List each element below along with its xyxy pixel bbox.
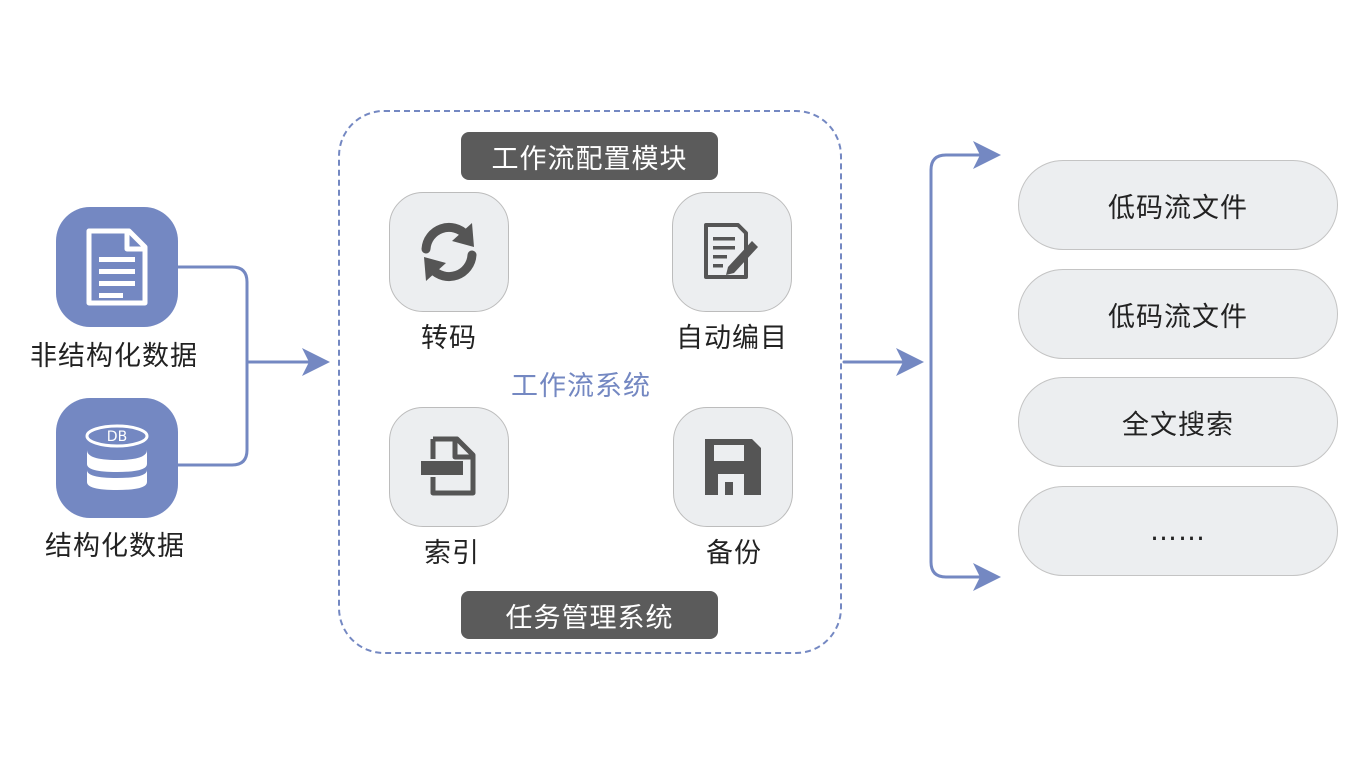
output-item-fulltext-search: 全文搜索: [1018, 377, 1338, 467]
arrowhead-to-bottom-output: [973, 563, 1001, 591]
output-item-low-bitrate-1: 低码流文件: [1018, 160, 1338, 250]
structured-data-tile: DB: [56, 398, 178, 518]
workflow-system-title: 工作流系统: [511, 371, 651, 402]
index-tile: [389, 407, 509, 527]
arrowhead-to-bracket: [896, 348, 924, 376]
edit-document-icon: [704, 223, 758, 279]
structured-data-label: 结构化数据: [45, 531, 185, 562]
unstructured-data-label: 非结构化数据: [30, 341, 198, 372]
output-item-low-bitrate-2: 低码流文件: [1018, 269, 1338, 359]
database-icon: DB: [85, 424, 149, 490]
workflow-system-container: [338, 110, 842, 654]
db-badge-text: DB: [107, 429, 127, 445]
workflow-config-module: 工作流配置模块: [461, 132, 718, 180]
task-management-system: 任务管理系统: [461, 591, 718, 639]
save-icon: [705, 439, 761, 495]
backup-label: 备份: [706, 538, 762, 569]
auto-catalog-tile: [672, 192, 792, 312]
sync-icon: [421, 222, 477, 282]
transcode-label: 转码: [421, 323, 477, 354]
file-import-icon: [421, 436, 476, 496]
arrowhead-to-workflow: [302, 348, 330, 376]
output-item-more: ……: [1018, 486, 1338, 576]
arrowhead-to-top-output: [973, 141, 1001, 169]
unstructured-data-tile: [56, 207, 178, 327]
transcode-tile: [389, 192, 509, 312]
index-label: 索引: [424, 538, 480, 569]
document-icon: [86, 228, 148, 306]
backup-tile: [673, 407, 793, 527]
auto-catalog-label: 自动编目: [676, 323, 788, 354]
arrowheads: [302, 141, 1001, 591]
